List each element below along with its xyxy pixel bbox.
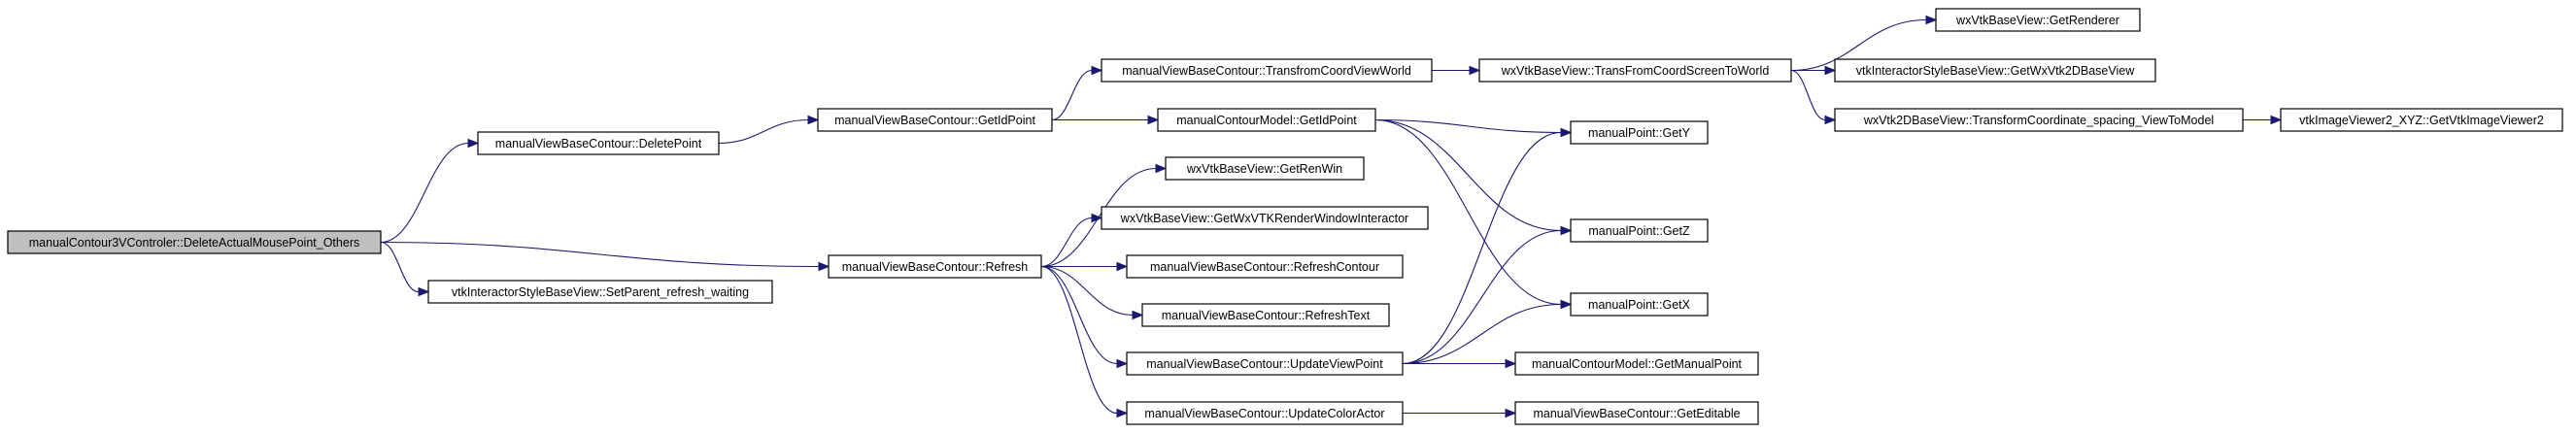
node-label: vtkInteractorStyleBaseView::GetWxVtk2DBa… <box>1856 64 2135 78</box>
node-box <box>1126 254 1404 279</box>
edge-getIdPointVB-to-getIdPointCM <box>1052 115 1160 125</box>
edge-refresh-to-updateViewPoint <box>1040 265 1129 369</box>
node-updateColorActor[interactable]: manualViewBaseContour::UpdateColorActor <box>1126 401 1404 425</box>
node-label: manualViewBaseContour::RefreshContour <box>1150 260 1379 274</box>
node-label: wxVtkBaseView::GetWxVTKRenderWindowInter… <box>1120 212 1408 225</box>
edge-root-to-deletePoint <box>380 138 480 244</box>
node-transCoordViewWorld[interactable]: manualViewBaseContour::TransfromCoordVie… <box>1101 58 1433 83</box>
node-updateViewPoint[interactable]: manualViewBaseContour::UpdateViewPoint <box>1126 351 1404 376</box>
node-transformCoordSpacing[interactable]: wxVtk2DBaseView::TransformCoordinate_spa… <box>1834 108 2244 132</box>
node-label: manualViewBaseContour::GetEditable <box>1533 407 1740 420</box>
node-box <box>1101 58 1433 83</box>
node-label: manualContourModel::GetManualPoint <box>1532 357 1743 371</box>
node-label: vtkInteractorStyleBaseView::SetParent_re… <box>452 285 749 299</box>
node-box <box>1514 351 1759 376</box>
node-box <box>1570 218 1709 243</box>
edge-updateViewPoint-to-getManualPoint <box>1402 358 1517 369</box>
node-getY[interactable]: manualPoint::GetY <box>1570 120 1709 145</box>
edge-root-to-setParent <box>380 241 430 297</box>
node-label: vtkImageViewer2_XYZ::GetVtkImageViewer2 <box>2299 114 2544 127</box>
node-label: wxVtkBaseView::GetRenWin <box>1186 162 1342 176</box>
node-box <box>1126 401 1404 425</box>
edge-refresh-to-refreshContour <box>1041 261 1129 272</box>
node-box <box>7 230 382 254</box>
edge-updateViewPoint-to-getZ <box>1402 225 1573 365</box>
node-label: manualViewBaseContour::RefreshText <box>1162 309 1371 322</box>
node-label: manualViewBaseContour::GetIdPoint <box>834 114 1035 127</box>
node-deletePoint[interactable]: manualViewBaseContour::DeletePoint <box>477 131 720 155</box>
node-label: wxVtk2DBaseView::TransformCoordinate_spa… <box>1863 114 2214 127</box>
call-nodes: manualContour3VControler::DeleteActualMo… <box>7 8 2563 425</box>
edge-updateViewPoint-to-getX <box>1402 299 1573 365</box>
edge-updateColorActor-to-getEditable <box>1403 408 1517 418</box>
node-getWxVtk2D[interactable]: vtkInteractorStyleBaseView::GetWxVtk2DBa… <box>1834 58 2156 83</box>
node-box <box>817 108 1053 132</box>
node-label: manualViewBaseContour::DeletePoint <box>495 137 702 150</box>
edge-refresh-to-getRenderWindowInteractor <box>1040 213 1103 268</box>
edge-refresh-to-refreshText <box>1040 265 1144 320</box>
node-label: manualPoint::GetY <box>1588 126 1691 140</box>
node-box <box>1101 206 1429 230</box>
node-getIdPointCM[interactable]: manualContourModel::GetIdPoint <box>1157 108 1376 132</box>
node-label: manualPoint::GetX <box>1588 298 1691 312</box>
node-refreshText[interactable]: manualViewBaseContour::RefreshText <box>1141 303 1390 327</box>
node-refreshContour[interactable]: manualViewBaseContour::RefreshContour <box>1126 254 1404 279</box>
edge-transScreenToWorld-to-transformCoordSpacing <box>1790 69 1837 125</box>
edge-transCoordViewWorld-to-transScreenToWorld <box>1432 65 1481 76</box>
edge-getIdPointVB-to-transCoordViewWorld <box>1051 65 1103 121</box>
edge-refresh-to-updateColorActor <box>1040 265 1129 418</box>
node-label: manualContourModel::GetIdPoint <box>1176 114 1357 127</box>
node-label: manualViewBaseContour::TransfromCoordVie… <box>1122 64 1411 78</box>
call-edges <box>380 15 2283 418</box>
node-label: manualPoint::GetZ <box>1588 224 1690 238</box>
node-box <box>1570 292 1709 317</box>
edge-transformCoordSpacing-to-getVtkImageViewer2 <box>2243 115 2283 125</box>
node-box <box>1157 108 1376 132</box>
node-box <box>828 254 1042 279</box>
node-root: manualContour3VControler::DeleteActualMo… <box>7 230 382 254</box>
node-box <box>1834 58 2156 83</box>
node-box <box>1514 401 1759 425</box>
node-box <box>2280 108 2563 132</box>
node-getIdPointVB[interactable]: manualViewBaseContour::GetIdPoint <box>817 108 1053 132</box>
node-box <box>477 131 720 155</box>
node-getEditable[interactable]: manualViewBaseContour::GetEditable <box>1514 401 1759 425</box>
edge-root-to-refresh <box>380 241 830 272</box>
node-refresh[interactable]: manualViewBaseContour::Refresh <box>828 254 1042 279</box>
node-label: manualViewBaseContour::Refresh <box>842 260 1029 274</box>
node-box <box>1834 108 2244 132</box>
edge-updateViewPoint-to-getY <box>1402 127 1573 365</box>
node-getVtkImageViewer2[interactable]: vtkImageViewer2_XYZ::GetVtkImageViewer2 <box>2280 108 2563 132</box>
node-label: manualViewBaseContour::UpdateViewPoint <box>1146 357 1383 371</box>
node-getRenderWindowInteractor[interactable]: wxVtkBaseView::GetWxVTKRenderWindowInter… <box>1101 206 1429 230</box>
node-getManualPoint[interactable]: manualContourModel::GetManualPoint <box>1514 351 1759 376</box>
node-box <box>1935 8 2141 32</box>
node-label: manualContour3VControler::DeleteActualMo… <box>29 236 359 250</box>
node-box <box>1478 58 1792 83</box>
edge-transScreenToWorld-to-getRenderer <box>1790 15 1938 72</box>
node-transScreenToWorld[interactable]: wxVtkBaseView::TransFromCoordScreenToWor… <box>1478 58 1792 83</box>
node-getX[interactable]: manualPoint::GetX <box>1570 292 1709 317</box>
edge-deletePoint-to-getIdPointVB <box>718 115 820 145</box>
node-box <box>1141 303 1390 327</box>
node-getRenWin[interactable]: wxVtkBaseView::GetRenWin <box>1165 156 1365 181</box>
edge-transScreenToWorld-to-getWxVtk2D <box>1791 65 1837 76</box>
node-setParent[interactable]: vtkInteractorStyleBaseView::SetParent_re… <box>427 280 773 304</box>
node-box <box>1570 120 1709 145</box>
node-label: wxVtkBaseView::TransFromCoordScreenToWor… <box>1501 64 1770 78</box>
node-label: wxVtkBaseView::GetRenderer <box>1955 14 2119 27</box>
node-box <box>1165 156 1365 181</box>
node-box <box>1126 351 1404 376</box>
node-label: manualViewBaseContour::UpdateColorActor <box>1144 407 1384 420</box>
node-getRenderer[interactable]: wxVtkBaseView::GetRenderer <box>1935 8 2141 32</box>
node-getZ[interactable]: manualPoint::GetZ <box>1570 218 1709 243</box>
node-box <box>427 280 773 304</box>
